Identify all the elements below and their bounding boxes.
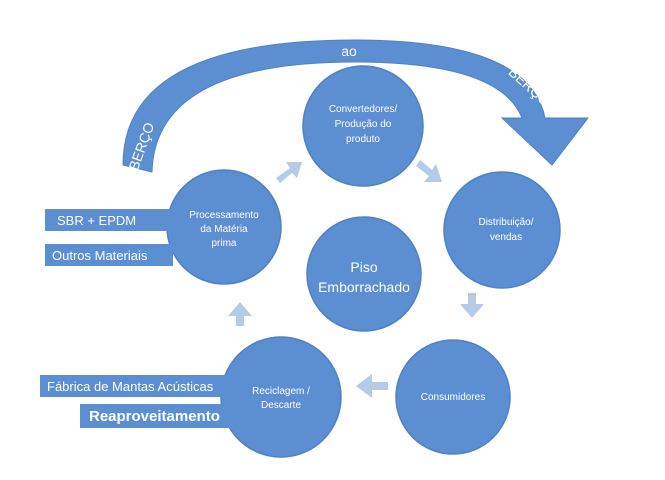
input-label-sbr-epdm-text: SBR + EPDM: [57, 212, 137, 228]
arc-label-middle: ao: [341, 43, 357, 59]
node-converters: Convertedores/ Produção do produto: [302, 65, 424, 187]
node-distribution-line2: vendas: [490, 232, 522, 243]
arrow-processing-to-converters: [276, 162, 302, 183]
node-converters-line3: produto: [346, 134, 380, 145]
arrow-consumers-to-recycling: [356, 374, 388, 398]
node-recycling: Reciclagem / Descarte: [220, 336, 342, 458]
node-processing-line3: prima: [211, 238, 236, 249]
node-recycling-line2: Descarte: [261, 400, 301, 411]
node-processing-line1: Processamento: [189, 210, 259, 221]
arrow-distribution-to-consumers: [460, 293, 484, 318]
input-label-sbr-epdm: SBR + EPDM: [45, 209, 185, 231]
node-distribution-line1: Distribuição/: [478, 217, 533, 228]
node-converters-line2: Produção do: [335, 119, 392, 130]
output-label-acoustic-mats: Fábrica de Mantas Acústicas: [40, 375, 233, 397]
arrow-recycling-to-processing: [228, 302, 252, 326]
node-consumers: Consumidores: [395, 339, 511, 455]
input-label-other-materials-text: Outros Materiais: [52, 247, 148, 263]
arrow-converters-to-distribution: [416, 160, 442, 182]
output-label-reuse-text: Reaproveitamento: [89, 407, 220, 425]
flow-arrows: [228, 160, 484, 398]
node-consumers-line1: Consumidores: [421, 392, 485, 403]
node-center-line2: Emborrachado: [318, 279, 410, 295]
node-processing-line2: da Matéria: [200, 224, 248, 235]
node-processing: Processamento da Matéria prima: [166, 169, 282, 285]
output-label-reuse: Reaproveitamento: [80, 404, 233, 428]
node-recycling-line1: Reciclagem /: [252, 386, 310, 397]
cradle-arc-arrow: [122, 39, 590, 173]
node-distribution: Distribuição/ vendas: [443, 171, 561, 289]
node-center: Piso Emborrachado: [306, 216, 422, 332]
node-converters-line1: Convertedores/: [329, 104, 398, 115]
output-label-acoustic-mats-text: Fábrica de Mantas Acústicas: [47, 378, 214, 394]
node-center-line1: Piso: [350, 259, 377, 275]
input-label-other-materials: Outros Materiais: [45, 244, 173, 266]
